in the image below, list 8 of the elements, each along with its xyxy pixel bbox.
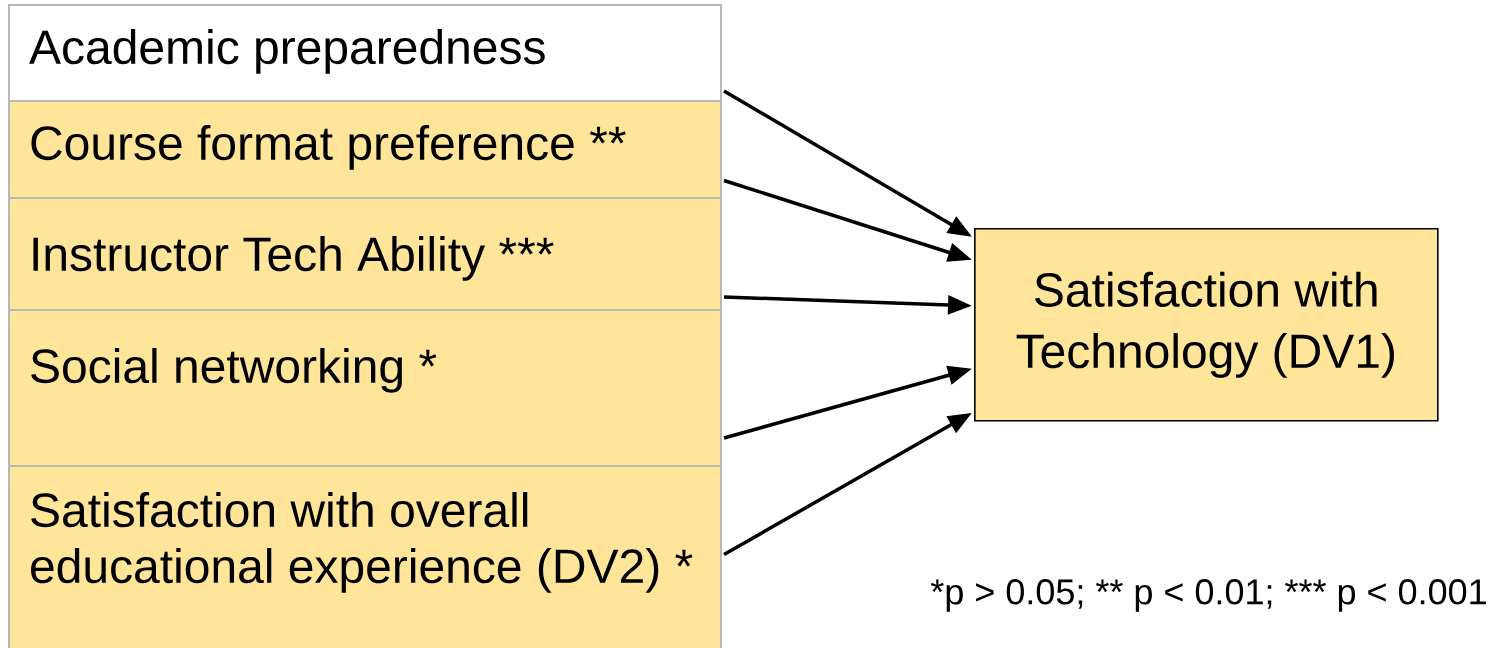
outcome-box: Satisfaction with Technology (DV1) [974, 228, 1439, 422]
factor-box: Course format preference ** [8, 100, 722, 199]
factor-box: Social networking * [8, 309, 722, 467]
factor-box: Academic preparedness [8, 4, 722, 102]
node-label: Satisfaction with overall educational experience (DV2) * [31, 492, 693, 593]
factor-box: Satisfaction with overall educational experience (DV2) * [8, 465, 722, 648]
factor-box: Instructor Tech Ability *** [8, 197, 722, 311]
footnote: *p > 0.05; ** p < 0.01; *** p < 0.001 [930, 579, 1486, 612]
